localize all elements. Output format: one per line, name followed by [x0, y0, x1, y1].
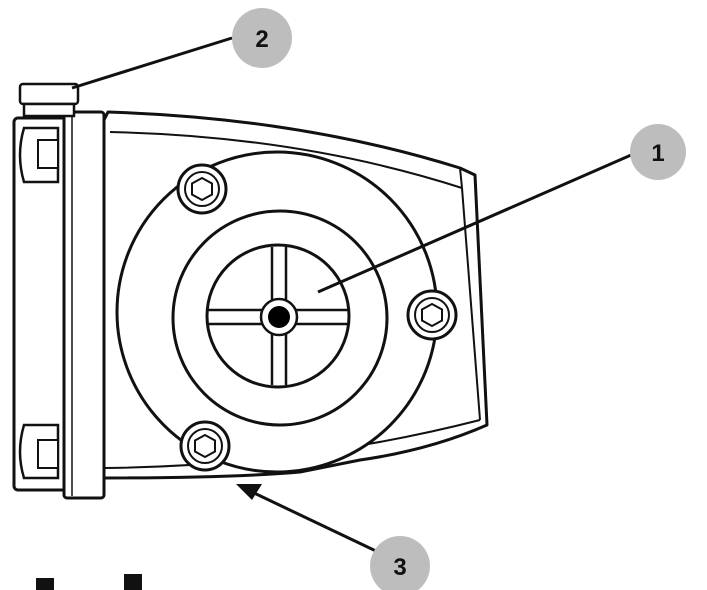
callout-2-label: 2: [255, 26, 268, 53]
top-fitting-collar: [22, 102, 76, 118]
bolt-top-left: [176, 163, 228, 215]
bolt-right: [406, 289, 458, 341]
leader-line-2: [71, 36, 233, 90]
front-flange: [62, 110, 106, 500]
callout-1: 1: [630, 124, 686, 180]
leader-line-1: [317, 150, 639, 294]
top-tab-slot: [37, 139, 59, 169]
leader-line-3: [251, 490, 379, 554]
callout-1-label: 1: [651, 140, 664, 167]
arrowhead-3: [236, 484, 262, 500]
impeller-hub: [268, 306, 290, 328]
callout-3: 3: [370, 536, 430, 590]
bottom-tab-slot: [37, 439, 59, 469]
cropped-fragment-right: [124, 574, 142, 590]
callout-2: 2: [232, 8, 292, 68]
callout-3-label: 3: [393, 554, 406, 581]
housing-top-line: [109, 131, 463, 189]
top-fitting: [18, 82, 80, 106]
cropped-fragment-left: [36, 578, 54, 590]
bolt-bottom-left: [179, 420, 231, 472]
